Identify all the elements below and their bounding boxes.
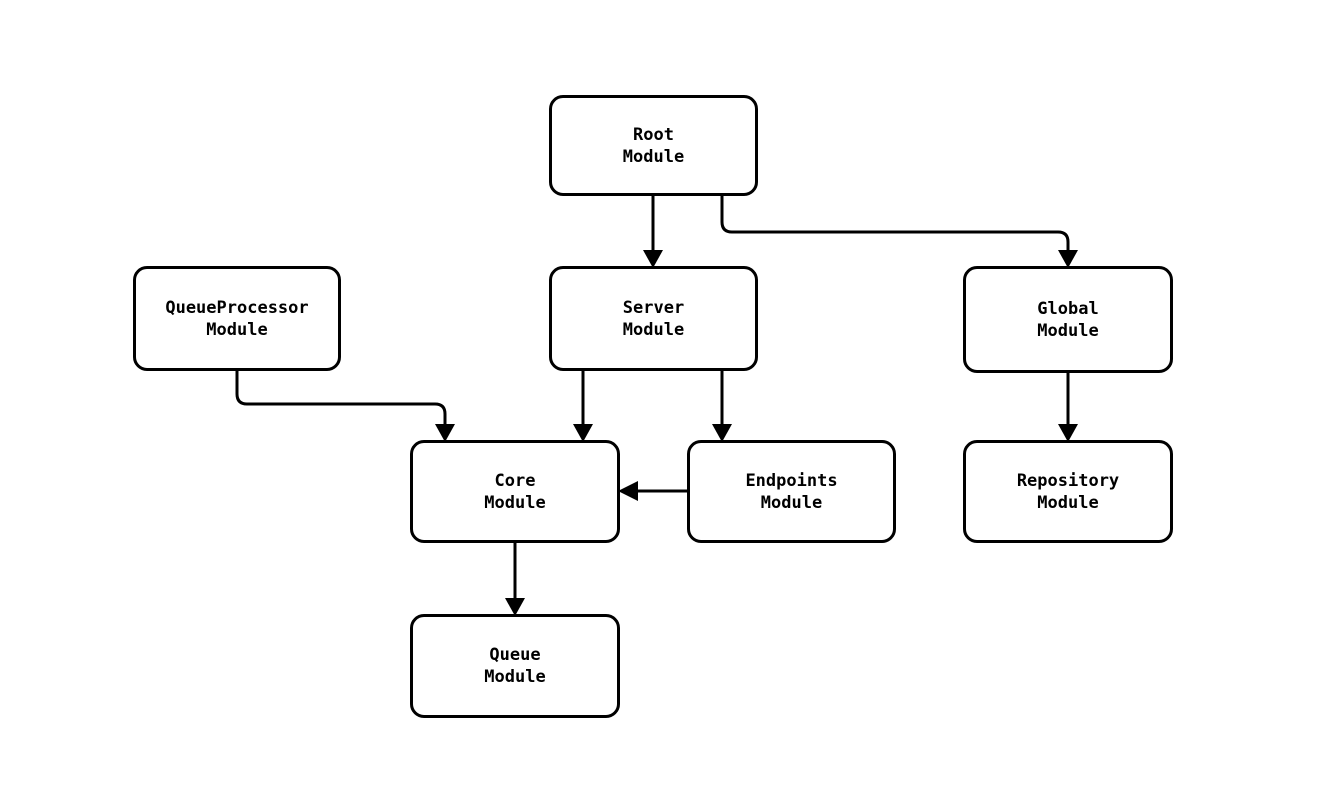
node-repository-module-line2: Module xyxy=(1037,492,1099,513)
node-root-module[interactable]: Root Module xyxy=(549,95,758,196)
node-queueprocessor-module-line2: Module xyxy=(206,319,268,340)
node-global-module-line2: Module xyxy=(1037,320,1099,341)
node-core-module-line1: Core xyxy=(494,470,536,491)
node-endpoints-module-line1: Endpoints xyxy=(745,470,838,491)
node-server-module-line1: Server xyxy=(622,297,685,318)
node-global-module-line1: Global xyxy=(1037,298,1099,319)
node-queueprocessor-module-line1: QueueProcessor xyxy=(165,297,309,318)
node-server-module[interactable]: Server Module xyxy=(549,266,758,371)
node-root-module-line1: Root xyxy=(633,124,674,145)
node-repository-module[interactable]: Repository Module xyxy=(963,440,1173,543)
node-queue-module[interactable]: Queue Module xyxy=(410,614,620,718)
node-root-module-line2: Module xyxy=(622,146,685,167)
arrowhead-endpoints-core xyxy=(618,481,638,501)
node-repository-module-line1: Repository xyxy=(1016,470,1120,491)
node-queue-module-line2: Module xyxy=(484,667,546,687)
edge-root-global xyxy=(720,196,1070,257)
node-core-module[interactable]: Core Module xyxy=(410,440,620,543)
node-endpoints-module-line2: Module xyxy=(760,492,823,513)
node-server-module-line2: Module xyxy=(622,319,685,340)
node-global-module[interactable]: Global Module xyxy=(963,266,1173,373)
edge-queueprocessor-core xyxy=(235,371,447,431)
node-core-module-line2: Module xyxy=(484,492,546,513)
node-endpoints-module[interactable]: Endpoints Module xyxy=(687,440,896,543)
node-queueprocessor-module[interactable]: QueueProcessor Module xyxy=(133,266,341,371)
node-queue-module-line1: Queue xyxy=(489,645,541,665)
